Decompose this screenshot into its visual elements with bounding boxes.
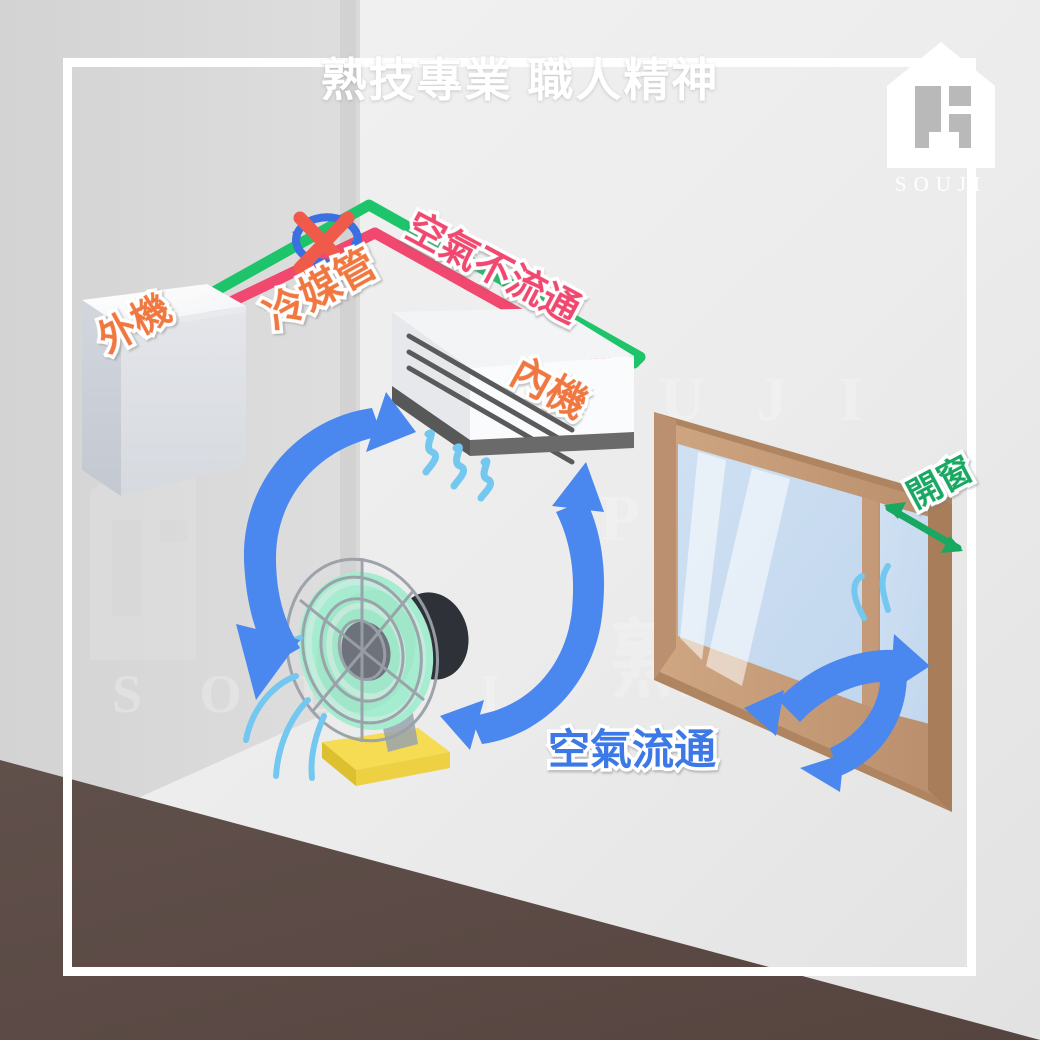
pipe-green	[204, 199, 646, 369]
brand-logo: SOUJI	[883, 40, 1003, 200]
label-air-circulating: 空氣流通	[544, 723, 719, 777]
window-breeze	[851, 563, 891, 621]
electric-fan	[243, 557, 469, 786]
house-logo-icon	[887, 42, 995, 168]
watermark-brand-2: U J I	[660, 366, 881, 434]
fan-cage	[284, 557, 440, 743]
airflow-arrows	[236, 392, 930, 792]
outdoor-unit	[82, 284, 246, 496]
no-circulation-cross	[292, 211, 362, 275]
open-window-arrow	[884, 502, 963, 553]
cross-x-icon	[293, 211, 355, 275]
indoor-unit	[392, 308, 634, 465]
breeze-lines	[422, 429, 494, 502]
page-title: 熟技專業 職人精神	[320, 54, 720, 106]
brand-name: SOUJI	[894, 172, 988, 196]
